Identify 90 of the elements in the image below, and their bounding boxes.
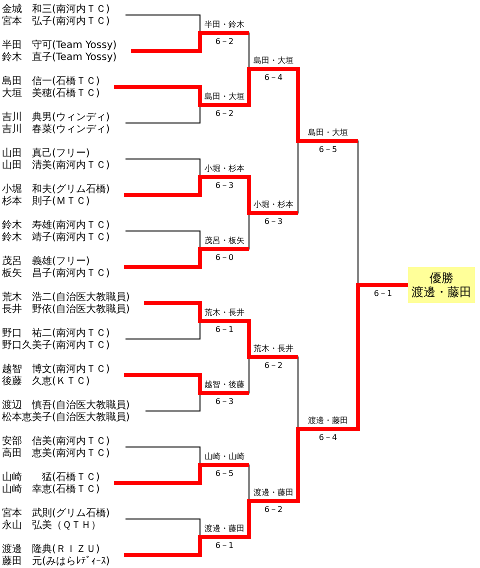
- winner-names: 渡邊・藤田: [204, 524, 244, 534]
- winner-names: 茂呂・板矢: [204, 236, 244, 246]
- champion-names: 渡邊・藤田: [412, 285, 472, 299]
- player-name: 渡邊 隆典(ＲＩＺＵ): [2, 544, 100, 556]
- bracket-line: [146, 392, 200, 412]
- winner-names: 渡邊・藤田: [308, 416, 348, 426]
- player-name: 杉本 則子(ＭＴＣ): [2, 196, 90, 207]
- bracket-line: [248, 464, 250, 502]
- bracket-line: [247, 175, 251, 215]
- winner-names: 山崎・山崎: [204, 452, 244, 462]
- match-score: 6－3: [264, 217, 283, 227]
- player-name: 永山 弘美（ＱＴＨ）: [2, 520, 101, 531]
- bracket-line: [124, 175, 202, 197]
- player-name: 越智 博文(南河内ＴＣ): [2, 364, 110, 376]
- winner-names: 越智・後藤: [204, 380, 244, 390]
- winner-names: 小堀・杉本: [204, 164, 244, 174]
- player-name: 鈴木 靖子(南河内ＴＣ): [2, 232, 110, 243]
- player-name: 島田 信一(石橋ＴＣ): [2, 76, 100, 88]
- match-score: 6－2: [264, 361, 283, 371]
- match-score: 6－1: [374, 289, 392, 299]
- bracket-line: [126, 518, 200, 538]
- player-name: 吉川 春菜(ウィンディ): [2, 124, 110, 135]
- winner-names: 島田・大垣: [204, 92, 244, 102]
- player-name: 長井 野依(自治医大教職員): [2, 304, 130, 315]
- winner-names: 渡邊・藤田: [254, 488, 294, 498]
- player-name: 山崎 猛(石橋ＴＣ): [2, 472, 100, 484]
- match-score: 6－4: [264, 73, 283, 83]
- winner-names: 荒木・長井: [254, 344, 294, 354]
- player-name: 宮本 弘子(南河内ＴＣ): [2, 16, 110, 27]
- player-name: 吉川 典男(ウィンディ): [2, 112, 110, 124]
- player-name: 荒木 浩二(自治医大教職員): [2, 292, 130, 304]
- bracket-line: [124, 247, 202, 269]
- player-name: 野口 祐二(南河内ＴＣ): [2, 328, 110, 340]
- match-score: 6－1: [215, 325, 234, 335]
- player-name: 後藤 久恵(ＫＴＣ): [2, 376, 90, 387]
- player-name: 松本恵美子(自治医大教職員): [2, 412, 130, 423]
- bracket-line: [114, 463, 202, 485]
- player-name: 鈴木 寿雄(南河内ＴＣ): [2, 220, 110, 232]
- bracket-line: [126, 320, 200, 340]
- bracket-line: [296, 427, 300, 503]
- player-name: 山崎 幸恵(石橋ＴＣ): [2, 484, 100, 495]
- player-name: 茂呂 義雄(フリー): [2, 256, 90, 268]
- bracket-line: [114, 85, 202, 107]
- player-name: 半田 守可(Team Yossy): [2, 40, 117, 52]
- bracket-line: [248, 32, 250, 70]
- player-name: 安部 信美(南河内ＴＣ): [2, 436, 110, 448]
- bracket-line: [124, 535, 202, 557]
- bracket-line: [126, 104, 200, 124]
- player-name: 金城 和三(南河内ＴＣ): [2, 4, 110, 16]
- bracket-line: [126, 230, 200, 250]
- winner-names: 小堀・杉本: [254, 200, 294, 210]
- bracket-line: [248, 356, 250, 394]
- champion-heading: 優勝: [430, 271, 454, 285]
- champion-box: [408, 267, 475, 303]
- player-name: 山田 清美(南河内ＴＣ): [2, 160, 110, 171]
- player-name: 山田 真己(フリー): [2, 148, 90, 160]
- winner-names: 島田・大垣: [254, 56, 294, 66]
- player-name: 大垣 美穂(石橋ＴＣ): [2, 88, 100, 99]
- player-name: 鈴木 直子(Team Yossy): [2, 52, 117, 63]
- bracket-line: [131, 31, 202, 53]
- match-score: 6－2: [264, 505, 283, 515]
- match-score: 6－2: [215, 37, 234, 47]
- match-score: 6－3: [215, 181, 234, 191]
- winner-names: 荒木・長井: [204, 308, 244, 318]
- bracket-line: [144, 301, 202, 323]
- player-name: 宮本 武則(グリム石橋): [2, 508, 110, 520]
- bracket-line: [247, 319, 251, 359]
- player-name: 板矢 昌子(南河内ＴＣ): [2, 268, 110, 279]
- winner-names: 島田・大垣: [308, 128, 348, 138]
- winner-names: 半田・鈴木: [204, 20, 244, 30]
- match-score: 6－1: [215, 541, 234, 551]
- bracket-line: [126, 158, 200, 178]
- bracket-line: [248, 212, 250, 250]
- match-score: 6－5: [318, 145, 338, 155]
- match-score: 6－4: [318, 433, 338, 443]
- match-score: 6－0: [215, 253, 234, 263]
- player-name: 高田 恵美(南河内ＴＣ): [2, 448, 110, 459]
- player-name: 小堀 和夫(グリム石橋): [2, 184, 110, 196]
- player-name: 渡辺 慎吾(自治医大教職員): [2, 400, 130, 412]
- player-name: 野口久美子(南河内ＴＣ): [2, 340, 110, 351]
- match-score: 6－2: [215, 109, 234, 119]
- bracket-line: [247, 499, 251, 539]
- player-name: 藤田 元(みはらﾚﾃﾞｨｰｽ): [2, 556, 110, 567]
- bracket-line: [126, 446, 200, 466]
- match-score: 6－3: [215, 397, 234, 407]
- bracket-line: [124, 373, 202, 395]
- bracket-line: [126, 14, 200, 34]
- bracket-line: [247, 67, 251, 107]
- bracket-line: [296, 67, 300, 143]
- match-score: 6－5: [215, 469, 234, 479]
